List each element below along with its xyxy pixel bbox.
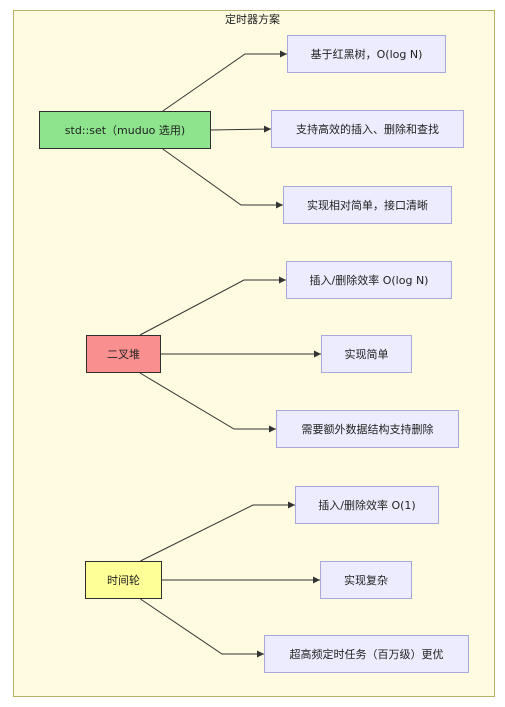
node-heap-simple: 实现简单 — [321, 335, 412, 373]
node-wheel-efficiency: 插入/删除效率 O(1) — [295, 486, 439, 524]
node-wheel-complex: 实现复杂 — [320, 561, 412, 599]
node-set-simple-interface: 实现相对简单，接口清晰 — [283, 186, 452, 224]
node-heap-extra-structure: 需要额外数据结构支持删除 — [276, 410, 459, 448]
node-wheel-high-frequency: 超高频定时任务（百万级）更优 — [264, 635, 469, 673]
edge-wheel-to-wheel-3 — [140, 598, 264, 658]
node-std-set: std::set（muduo 选用) — [39, 111, 211, 149]
edge-set-to-set-2 — [210, 125, 272, 133]
node-set-red-black-tree: 基于红黑树，O(log N) — [287, 35, 446, 73]
edge-wheel-to-wheel-1 — [140, 501, 295, 562]
node-timing-wheel: 时间轮 — [85, 561, 162, 599]
edge-heap-to-heap-1 — [139, 276, 286, 336]
node-set-efficient-ops: 支持高效的插入、删除和查找 — [271, 110, 464, 148]
edge-set-to-set-1 — [162, 50, 287, 112]
node-heap-efficiency: 插入/删除效率 O(log N) — [286, 261, 452, 299]
node-binary-heap: 二叉堆 — [86, 335, 161, 373]
edge-set-to-set-3 — [162, 148, 283, 209]
edge-heap-to-heap-3 — [139, 372, 276, 433]
diagram-title: 定时器方案 — [225, 13, 280, 26]
